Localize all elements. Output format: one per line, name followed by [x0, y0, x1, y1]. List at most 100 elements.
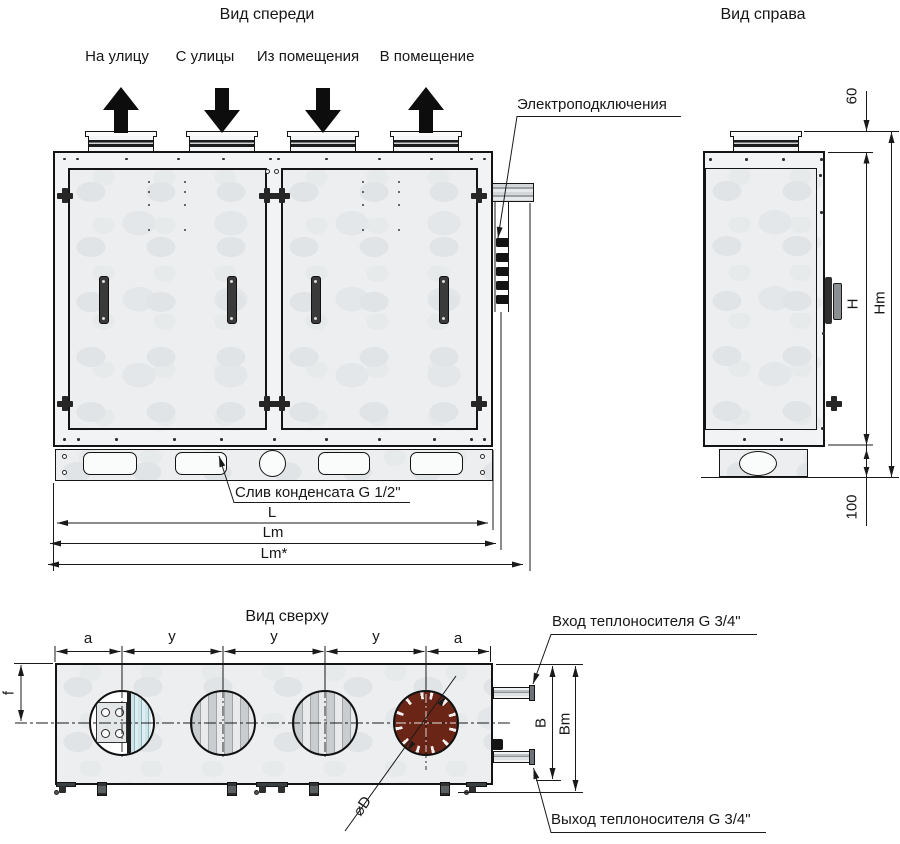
screw-dot	[470, 157, 473, 160]
duct-collar-side	[730, 131, 802, 152]
side-latch	[826, 396, 842, 411]
door-latch	[259, 396, 275, 411]
coil-port	[292, 690, 358, 756]
inlet-pipe	[493, 687, 533, 699]
screw-dot	[125, 157, 128, 160]
dim-label-B: B	[532, 717, 550, 729]
screw-dot	[325, 157, 328, 160]
screw-dot	[780, 438, 783, 441]
coil-port	[190, 690, 256, 756]
door-latch	[471, 188, 487, 203]
side-handle	[825, 277, 842, 324]
flow-label-from-street: С улицы	[175, 48, 235, 65]
dim-label-a2: a	[453, 630, 463, 647]
dim-label-60: 60	[843, 87, 861, 105]
fan-port	[89, 690, 155, 756]
base-cutout	[318, 452, 370, 475]
vent-hole-dot	[148, 204, 150, 206]
dim-label-y3: y	[372, 628, 380, 645]
screw-dot	[709, 158, 712, 161]
screw-dot	[378, 157, 381, 160]
divider-screw	[274, 169, 279, 174]
base-bolt-hole	[62, 470, 67, 475]
door-handle	[439, 276, 449, 324]
vent-hole-dot	[148, 229, 150, 231]
screw-dot	[273, 438, 276, 441]
impeller-port	[393, 690, 459, 756]
dim-label-f: f	[0, 690, 18, 696]
screw-dot	[76, 157, 79, 160]
screw-dot	[173, 438, 176, 441]
screw-dot	[277, 157, 280, 160]
screw-dot	[483, 157, 486, 160]
vent-hole-dot	[362, 204, 364, 206]
screw-dot	[822, 332, 825, 335]
door-latch	[274, 396, 290, 411]
flow-arrows	[103, 87, 444, 133]
electrical-label: Электроподключения	[517, 96, 667, 113]
dim-label-D: ⌀D	[349, 793, 376, 820]
screw-dot	[782, 158, 785, 161]
screw-dot	[115, 438, 118, 441]
screw-dot	[743, 438, 746, 441]
door-latch	[57, 188, 73, 203]
inlet-leader	[532, 634, 757, 685]
front-left-door	[68, 168, 267, 430]
vent-hole-dot	[398, 181, 400, 183]
screw-dot	[378, 438, 381, 441]
outlet-pipe-cap	[529, 749, 535, 765]
right-view-title: Вид справа	[720, 6, 806, 23]
pipe-valve	[491, 739, 503, 750]
dim-label-y1: y	[168, 628, 176, 645]
screw-dot	[269, 157, 272, 160]
base-bolt-hole	[62, 454, 67, 459]
door-latch	[471, 396, 487, 411]
arrow-down-icon	[305, 88, 341, 133]
flow-label-to-room: В помещение	[379, 48, 475, 65]
inlet-label: Вход теплоносителя G 3/4"	[552, 613, 741, 630]
dim-label-y2: y	[270, 628, 278, 645]
inlet-pipe-cap	[529, 685, 535, 701]
terminal-screw	[101, 708, 110, 717]
dim-label-Bm: Bm	[556, 712, 574, 736]
terminal-screw	[101, 729, 110, 738]
screw-dot	[63, 157, 66, 160]
screw-dot	[470, 438, 473, 441]
door-latch	[259, 188, 275, 203]
screw-dot	[63, 438, 66, 441]
vent-hole-dot	[184, 229, 186, 231]
unit-foot	[97, 782, 107, 796]
base-bolt-hole	[480, 454, 485, 459]
dim-label-Hm: Hm	[871, 291, 889, 315]
dim-label-H: H	[844, 298, 862, 310]
terminal-screw	[115, 729, 124, 738]
duct-collar	[186, 131, 258, 152]
vent-hole-dot	[148, 181, 150, 183]
electrical-rail	[492, 183, 534, 202]
right-side-panel	[705, 168, 817, 430]
door-handle	[227, 276, 237, 324]
screw-dot	[820, 158, 823, 161]
base-bolt-hole	[480, 470, 485, 475]
vent-hole-dot	[362, 191, 364, 193]
dim-label-a1: a	[83, 630, 93, 647]
vent-hole-dot	[184, 204, 186, 206]
cable-gland	[496, 267, 509, 276]
fan-blades	[131, 694, 151, 752]
front-view-title: Вид спереди	[219, 6, 315, 23]
arrow-down-icon	[204, 88, 240, 133]
unit-foot	[227, 782, 237, 796]
door-latch	[274, 188, 290, 203]
screw-dot	[77, 438, 80, 441]
screw-dot	[821, 427, 824, 430]
screw-dot	[430, 157, 433, 160]
dim-label-L: L	[267, 504, 277, 521]
electrical-leader	[496, 116, 681, 239]
cable-gland	[496, 238, 509, 247]
vent-hole-dot	[362, 181, 364, 183]
base-cutout	[410, 452, 463, 475]
screw-dot	[819, 174, 822, 177]
terminal-screw	[115, 708, 124, 717]
base-drain-hole	[259, 450, 286, 477]
vent-hole-dot	[398, 229, 400, 231]
